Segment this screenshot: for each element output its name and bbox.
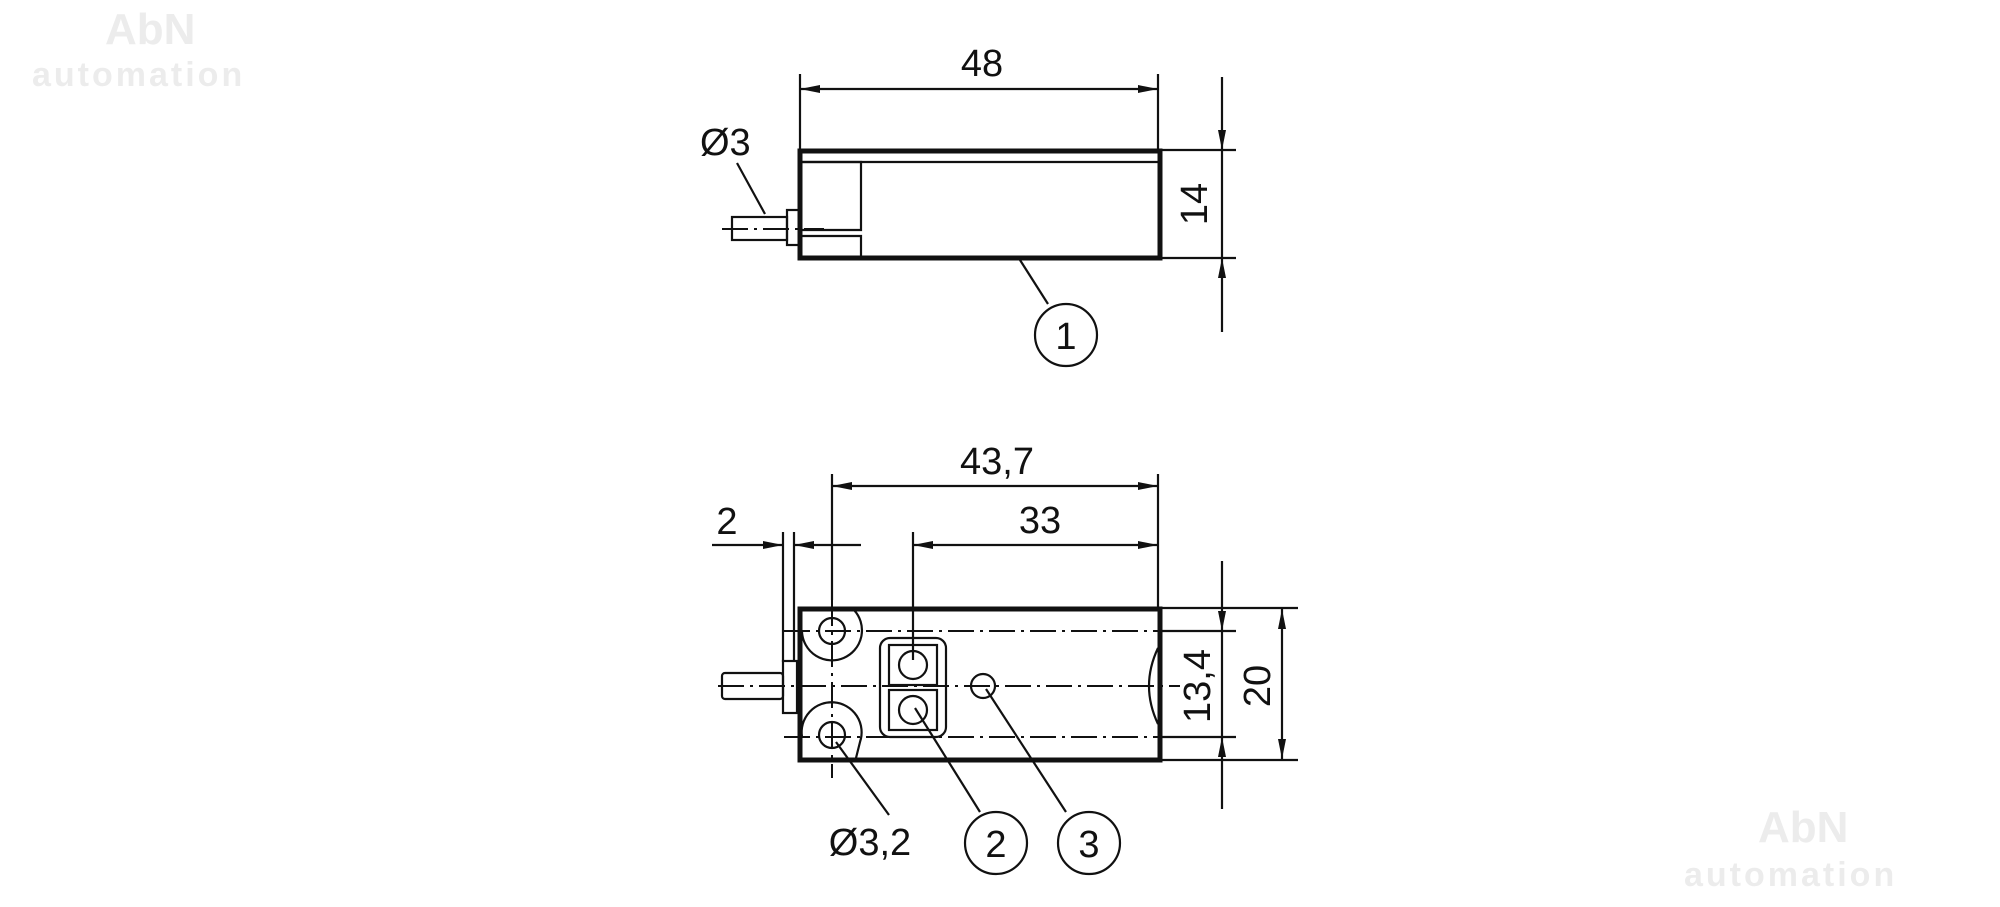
callout-1-label: 1 <box>1055 316 1076 358</box>
hole-spacing-label: 13,4 <box>1177 649 1219 723</box>
leader-line <box>914 707 981 813</box>
leader-line <box>736 162 766 215</box>
cable-diameter-label: Ø3 <box>700 122 751 164</box>
cable <box>720 671 785 701</box>
sensor-body-front <box>797 606 1163 763</box>
callout-circle <box>1033 302 1099 368</box>
setting-element <box>969 672 997 700</box>
led-window-top <box>887 643 939 687</box>
watermark-top-left: AbN automation <box>32 5 245 94</box>
led-top <box>897 649 929 681</box>
callout-circle <box>1056 810 1122 876</box>
led-bottom <box>897 694 929 726</box>
watermark-logo-text: AbN <box>1758 803 1848 852</box>
cable-gland <box>781 659 799 715</box>
watermark-logo-subtext: automation <box>1684 856 1897 894</box>
leader-line <box>835 741 890 816</box>
watermark-logo-subtext: automation <box>32 56 245 94</box>
sensing-face-arc <box>1147 647 1159 725</box>
leader-line <box>985 688 1067 813</box>
hole-diameter-label: Ø3,2 <box>829 822 911 864</box>
led-dimension-label: 33 <box>1019 500 1061 542</box>
callout-3-label: 3 <box>1078 824 1099 866</box>
leader-line <box>1019 259 1049 305</box>
callout-2-label: 2 <box>985 824 1006 866</box>
callout-circle <box>963 810 1029 876</box>
body-notch-lower <box>802 234 863 256</box>
led-housing <box>878 636 948 739</box>
width-dimension-label: 48 <box>961 43 1003 85</box>
height-dimension-label: 14 <box>1174 183 1216 225</box>
height-dimension-label: 20 <box>1237 665 1279 707</box>
watermark-logo-text: AbN <box>105 5 195 54</box>
sensor-body-side <box>797 148 1163 261</box>
mounting-boss-top <box>800 609 864 662</box>
watermark-bottom-right: AbN automation <box>1684 803 1897 894</box>
mounting-hole-top <box>817 616 847 646</box>
overall-dimension-label: 43,7 <box>960 441 1034 483</box>
mounting-boss-bottom <box>800 701 863 759</box>
led-window-bottom <box>887 688 939 732</box>
top-view: 48 Ø3 14 1 <box>700 43 1236 368</box>
mounting-hole-bottom <box>817 720 847 750</box>
flange-dimension-label: 2 <box>716 501 737 543</box>
body-notch <box>802 160 863 232</box>
bottom-view: 43,7 33 2 Ø3,2 2 3 <box>712 441 1298 876</box>
